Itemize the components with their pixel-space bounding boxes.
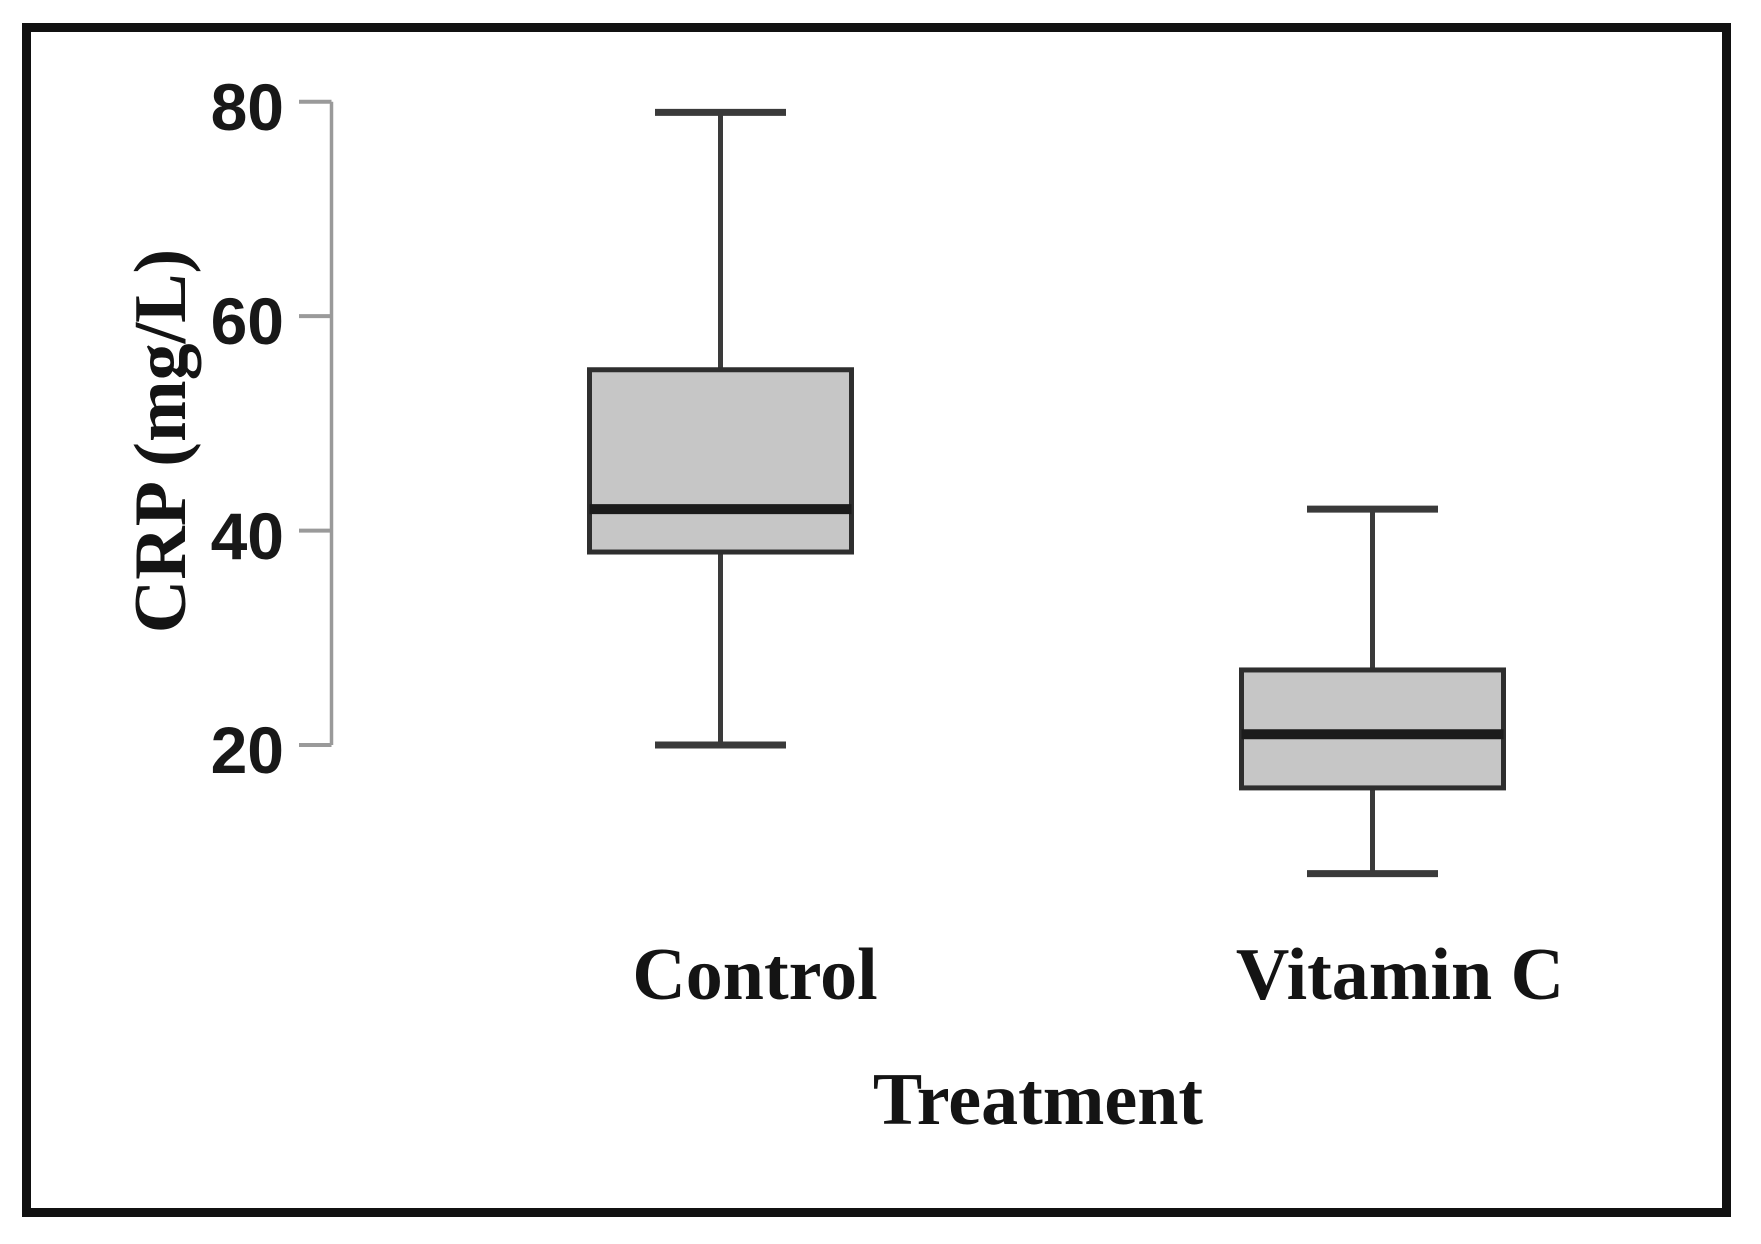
category-label-vitamin-c: Vitamin C xyxy=(1235,934,1565,1016)
category-label-control: Control xyxy=(632,934,878,1016)
y-tick-label-20: 20 xyxy=(210,713,284,787)
figure-frame xyxy=(22,23,1731,1217)
x-axis-title: Treatment xyxy=(872,1059,1204,1141)
y-axis-title: CRP (mg/L) xyxy=(120,248,202,634)
control-iqr-box xyxy=(587,367,854,555)
y-tick-label-80: 80 xyxy=(210,70,284,144)
y-tick-label-60: 60 xyxy=(210,284,284,358)
vitamin-c-iqr-box xyxy=(1239,667,1506,791)
y-tick-label-40: 40 xyxy=(210,499,284,573)
